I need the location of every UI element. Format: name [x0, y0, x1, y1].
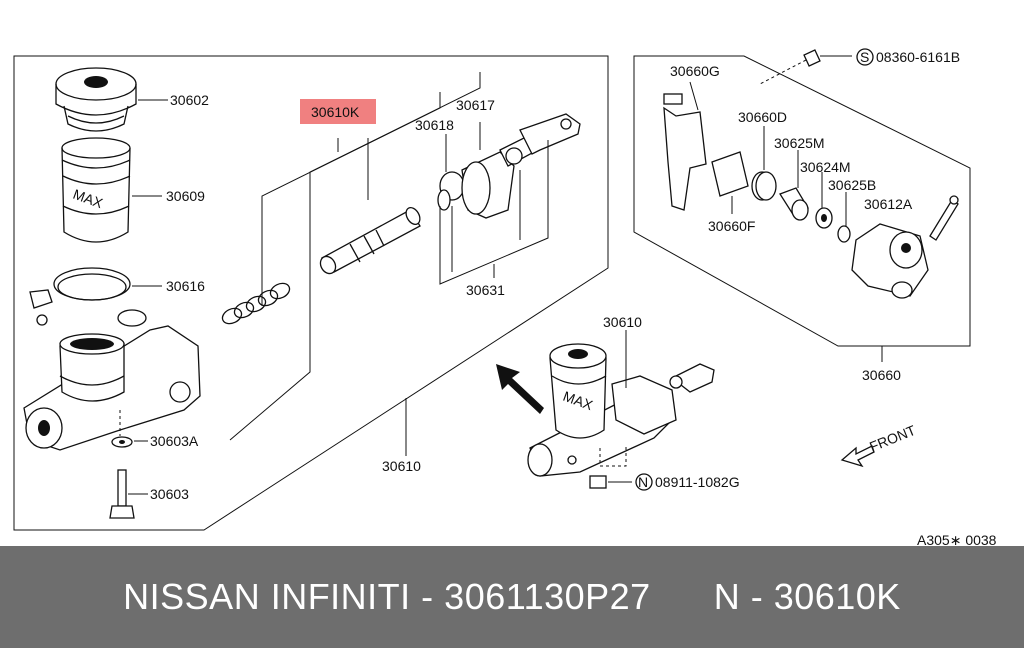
repair-kit-bracket: [261, 92, 441, 306]
label-30624M: 30624M: [800, 159, 851, 175]
washer: [111, 436, 133, 448]
label-30631: 30631: [466, 282, 505, 298]
front-arrow-icon: [840, 445, 875, 468]
operating-cylinder-30660: [851, 223, 929, 299]
mounting-bolt: [109, 469, 135, 519]
label-30610-kit: 30610: [382, 458, 421, 474]
label-08911-1082G: 08911-1082G: [655, 474, 740, 490]
label-30616: 30616: [166, 278, 205, 294]
nut-symbol-circle: [635, 473, 653, 491]
push-rod-assembly: [437, 113, 581, 219]
label-30612A: 30612A: [864, 196, 913, 212]
label-30610-assembly: 30610: [603, 314, 642, 330]
parts-diagram: MAX: [13, 48, 997, 546]
piston-30625M: [779, 187, 809, 221]
label-30660F: 30660F: [708, 218, 755, 234]
direction-arrow: [496, 364, 544, 414]
master-cylinder-body: [23, 309, 201, 451]
diagram-ref: A305∗ 0038: [917, 532, 997, 546]
label-30609: 30609: [166, 188, 205, 204]
reservoir-max-mark: MAX: [71, 186, 106, 212]
label-30660D: 30660D: [738, 109, 787, 125]
footer-title: NISSAN INFINITI - 3061130P27 N - 30610K: [123, 576, 901, 617]
master-cylinder-assembly: [527, 343, 715, 477]
bracket-30610-bottom: [229, 72, 481, 441]
top-bolt: [803, 49, 821, 67]
footer-bar: NISSAN INFINITI - 3061130P27 N - 30610K: [0, 546, 1024, 648]
bolt-symbol-circle: [856, 48, 874, 66]
reservoir-cap: [55, 67, 137, 132]
label-30660: 30660: [862, 367, 901, 383]
exploded-view-frame: [13, 55, 609, 531]
label-30625B: 30625B: [828, 177, 876, 193]
sub-assembly-frame: [633, 55, 971, 347]
label-30660G: 30660G: [670, 63, 720, 79]
ring-30625B: [837, 225, 851, 243]
seal-30660D: [751, 171, 777, 201]
gasket-30660F: [711, 151, 749, 197]
nut: [589, 475, 607, 489]
hose-clamp: [29, 267, 131, 326]
label-30603A: 30603A: [150, 433, 199, 449]
label-30618: 30618: [415, 117, 454, 133]
label-08360-6161B: 08360-6161B: [876, 49, 960, 65]
front-label: FRONT: [867, 422, 918, 455]
return-spring: [221, 282, 291, 325]
label-30610K: 30610K: [311, 104, 360, 120]
part-highlight-30610K: [300, 99, 376, 124]
label-30617: 30617: [456, 97, 495, 113]
bracket-30660G: [663, 93, 707, 211]
bolt-symbol-letter: S: [860, 49, 869, 65]
piston: [319, 206, 421, 275]
nut-symbol-letter: N: [638, 474, 648, 490]
reservoir-tank: [61, 137, 131, 243]
label-30625M: 30625M: [774, 135, 825, 151]
label-30603: 30603: [150, 486, 189, 502]
bleeder-30612A: [929, 195, 959, 241]
label-30602: 30602: [170, 92, 209, 108]
cup-30624M: [815, 207, 833, 229]
